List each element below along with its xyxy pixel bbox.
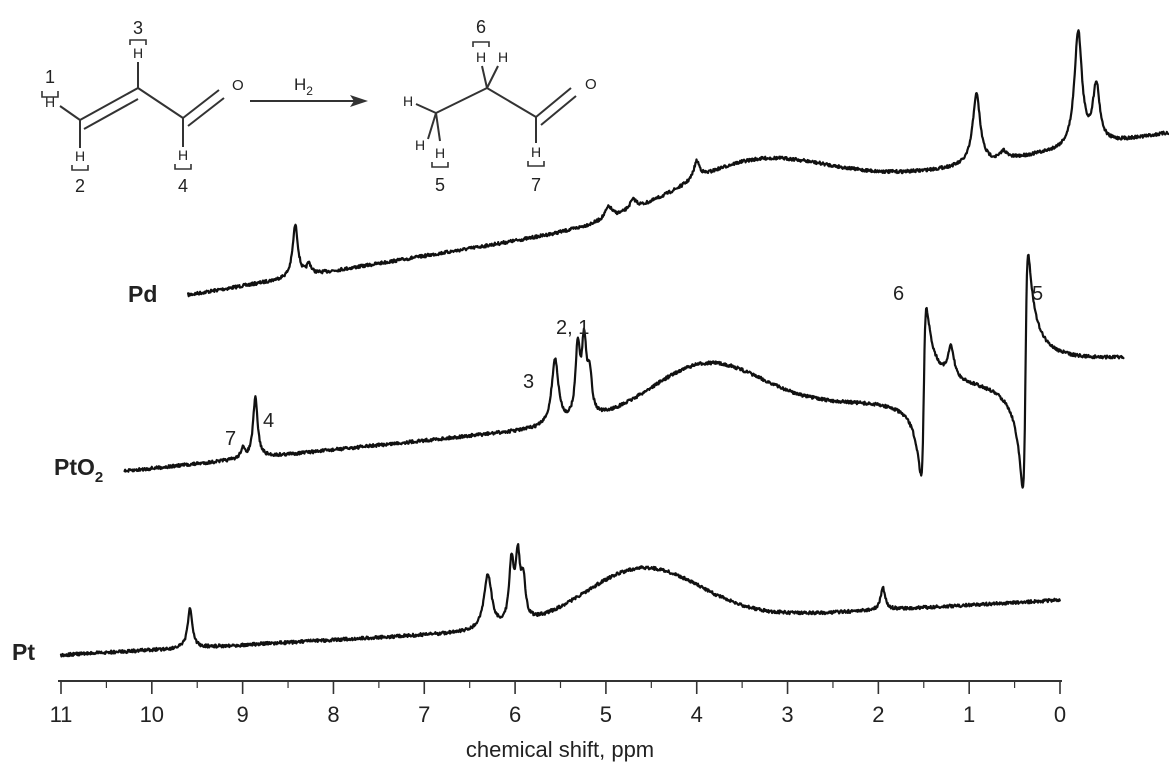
bond-h5a [415,103,437,114]
product-label-5: 5 [435,175,445,195]
peak-annotation-2-1: 2, 1 [556,317,589,339]
bracket-h4 [174,164,192,170]
x-tick-label-11: 11 [50,702,73,727]
bracket-h3 [129,39,147,45]
bond-h5b [427,112,437,140]
product-h5c: H [435,145,445,161]
peak-annotation-6: 6 [893,283,904,305]
bond-c3-o-double [187,97,225,127]
x-tick-label-7: 7 [418,702,430,727]
product-h6b: H [498,49,508,65]
bond-h6a [481,65,488,89]
bond-c1-c2-double [83,98,139,130]
x-tick-label-0: 0 [1054,702,1066,727]
bond-c5-c6 [435,87,488,114]
x-tick-label-10: 10 [140,702,164,727]
bracket-h5 [431,162,449,168]
reactant-h2: H [75,148,85,164]
bracket-h6 [472,41,490,47]
reagent-label: H2 [294,75,313,98]
spectra [59,29,1169,658]
x-tick-label-5: 5 [600,702,612,727]
bracket-h2 [71,165,89,171]
peak-annotation-7: 7 [225,428,236,450]
peak-annotation-5: 5 [1032,283,1043,305]
bond-c1-c2 [79,87,139,121]
bond-c7-o-double [540,95,577,126]
x-tick-label-4: 4 [691,702,703,727]
reactant-label-4: 4 [178,176,188,196]
spectrum-trace-pt [59,543,1061,658]
bond-c6-c7 [486,87,537,118]
spectrum-trace-pd [187,29,1169,298]
bond-c2-c3 [137,87,184,119]
peak-annotation-4: 4 [263,410,274,432]
reactant-structure: O H H H H 1 2 3 4 [41,18,244,196]
reactant-h4: H [178,147,188,163]
x-axis-label: chemical shift, ppm [466,737,654,762]
peak-annotation-3: 3 [523,371,534,393]
reaction-scheme: O H H H H 1 2 3 4 H2 [41,17,597,196]
product-label-6: 6 [476,17,486,37]
bond-h6b [486,65,499,89]
bond-h1 [59,105,81,121]
x-tick-label-1: 1 [963,702,975,727]
product-h7: H [531,144,541,160]
bracket-h7 [527,161,545,167]
reaction-arrow: H2 [250,75,368,107]
product-h5b: H [415,137,425,153]
product-oxygen: O [585,76,597,93]
product-structure: O H H H H H H 5 6 7 [403,17,597,195]
bond-h5c [435,112,441,142]
reactant-label-3: 3 [133,18,143,38]
product-h5a: H [403,93,413,109]
trace-label-pt: Pt [12,639,35,665]
spectrum-trace-pto2 [123,253,1125,489]
product-h6a: H [476,49,486,65]
product-label-7: 7 [531,175,541,195]
reactant-oxygen: O [232,77,244,94]
x-tick-label-2: 2 [872,702,884,727]
bond-c7-o [535,87,572,118]
reactant-h3: H [133,45,143,61]
x-tick-label-3: 3 [781,702,793,727]
x-tick-label-9: 9 [237,702,249,727]
reactant-label-2: 2 [75,176,85,196]
x-tick-label-6: 6 [509,702,521,727]
bond-c3-o [182,89,220,119]
trace-label-pto2: PtO2 [54,454,103,486]
bracket-h1 [41,91,59,98]
reactant-label-1: 1 [45,67,55,87]
trace-label-pd: Pd [128,281,157,307]
reactant-h1: H [45,94,55,110]
x-tick-label-8: 8 [327,702,339,727]
arrow-head [350,95,368,107]
